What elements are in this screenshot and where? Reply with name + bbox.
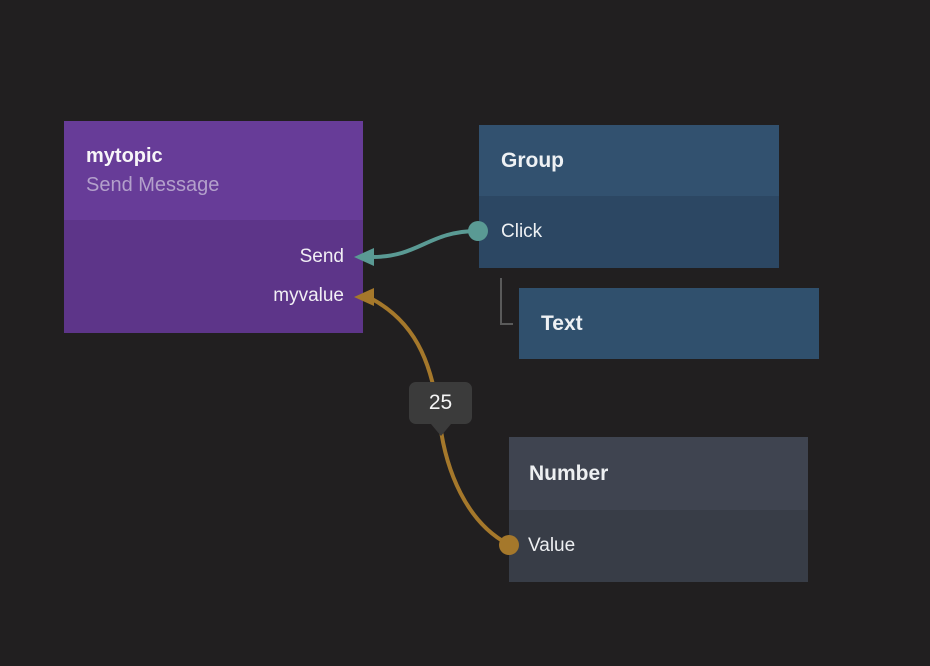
wire-value-arrowhead-icon xyxy=(354,288,374,306)
node-mytopic[interactable]: mytopic Send Message Send myvalue xyxy=(64,121,363,333)
node-group-output-row[interactable]: Click xyxy=(479,196,779,268)
node-number-output-row[interactable]: Value xyxy=(509,510,808,582)
wire-value-text: 25 xyxy=(428,391,453,414)
node-title: Text xyxy=(541,311,583,335)
node-title: Group xyxy=(501,148,564,172)
output-label-click: Click xyxy=(501,221,543,242)
group-child-connector-line xyxy=(500,278,513,325)
port-group-click[interactable] xyxy=(468,221,488,241)
node-mytopic-header[interactable]: mytopic Send Message xyxy=(64,121,363,220)
input-label-myvalue: myvalue xyxy=(273,285,344,306)
node-group[interactable]: Group Click xyxy=(479,125,779,268)
node-text[interactable]: Text xyxy=(519,288,819,359)
node-title: Number xyxy=(529,461,609,485)
wire-click-arrowhead-icon xyxy=(354,248,374,266)
output-label-value: Value xyxy=(528,535,576,556)
node-number-header[interactable]: Number xyxy=(509,437,808,510)
tooltip-pointer-icon xyxy=(430,424,451,436)
node-title: mytopic xyxy=(86,144,163,167)
wire-click-to-send[interactable] xyxy=(371,229,479,259)
node-mytopic-body[interactable]: Send myvalue xyxy=(64,220,363,333)
port-number-value[interactable] xyxy=(499,535,519,555)
node-number[interactable]: Number Value xyxy=(509,437,808,582)
node-group-header[interactable]: Group xyxy=(479,125,779,196)
wire-value-tooltip: 25 xyxy=(409,382,472,436)
node-subtitle: Send Message xyxy=(86,173,220,196)
input-label-send: Send xyxy=(299,246,344,267)
